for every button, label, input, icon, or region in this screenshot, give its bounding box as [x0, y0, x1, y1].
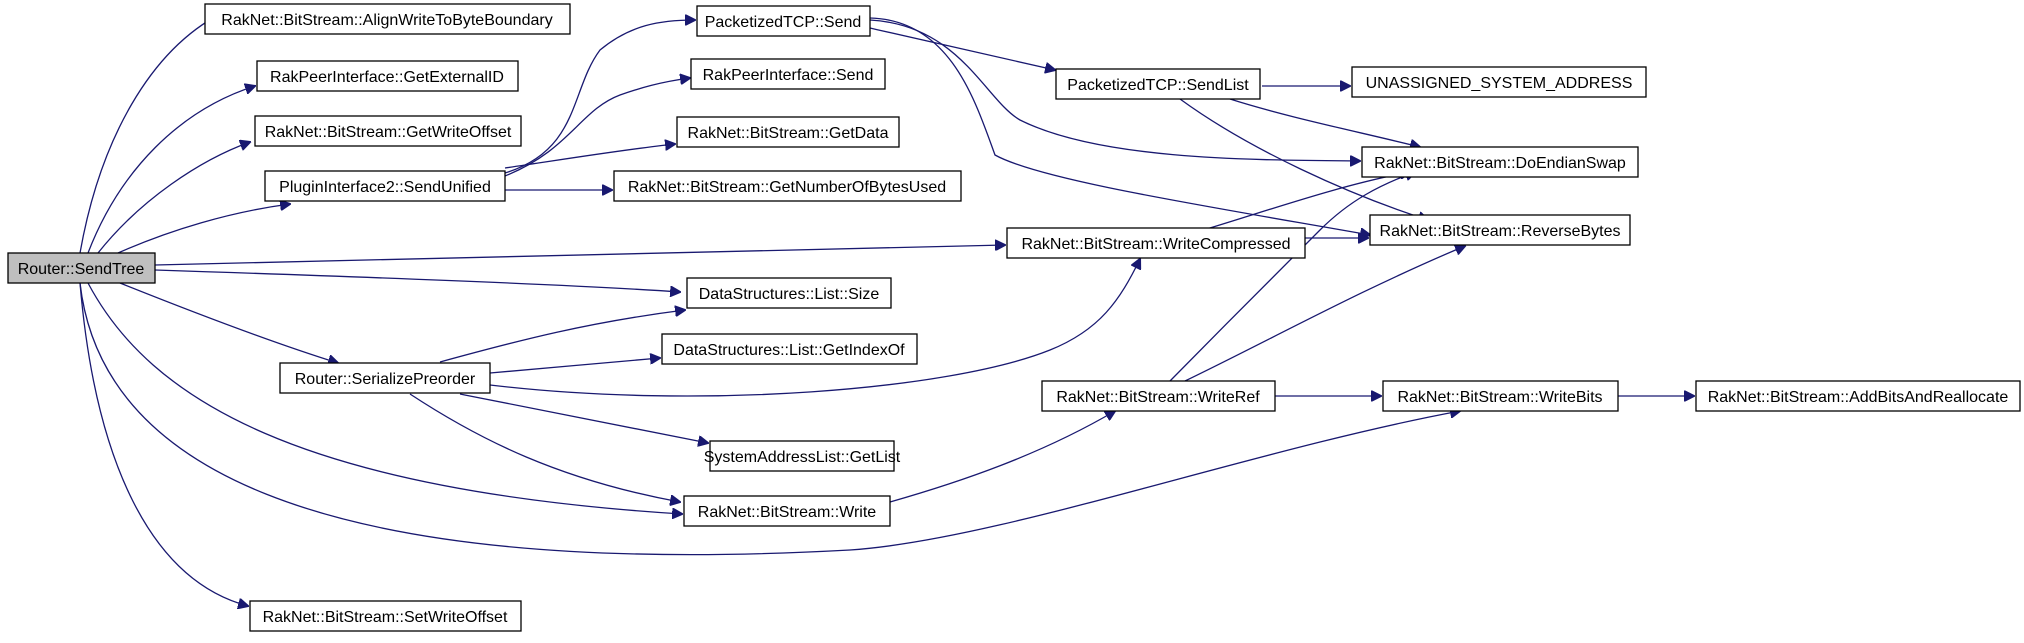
node-label: RakNet::BitStream::Write: [698, 504, 877, 521]
node-label: Router::SendTree: [18, 261, 145, 278]
edge-sendu-rpsend: [504, 78, 690, 177]
node-router-sendtree[interactable]: Router::SendTree: [7, 252, 156, 284]
edge-root-getwo: [97, 142, 250, 254]
edge-ptsend-sendlist: [869, 27, 1055, 70]
node-get-number-of-bytes-used[interactable]: RakNet::BitStream::GetNumberOfBytesUsed: [613, 170, 962, 202]
node-label: RakNet::BitStream::ReverseBytes: [1380, 223, 1621, 240]
node-label: DataStructures::List::Size: [699, 286, 880, 303]
edges: [79, 13, 1694, 606]
node-label: Router::SerializePreorder: [295, 371, 476, 388]
node-label: RakNet::BitStream::WriteCompressed: [1021, 236, 1290, 253]
edge-serial-salist: [459, 393, 708, 443]
edge-root-write: [87, 282, 682, 514]
node-label: RakNet::BitStream::WriteBits: [1397, 389, 1602, 406]
edge-root-writebits: [79, 282, 1460, 556]
node-write-compressed[interactable]: RakNet::BitStream::WriteCompressed: [1006, 227, 1306, 259]
edge-sendlist-endian: [1229, 98, 1420, 147]
edge-write-writeref: [889, 411, 1115, 503]
edge-root-align: [79, 13, 222, 254]
node-set-write-offset[interactable]: RakNet::BitStream::SetWriteOffset: [249, 600, 522, 632]
node-label: RakNet::BitStream::AlignWriteToByteBound…: [221, 12, 552, 29]
node-serialize-preorder[interactable]: Router::SerializePreorder: [279, 362, 491, 394]
node-reverse-bytes[interactable]: RakNet::BitStream::ReverseBytes: [1369, 214, 1631, 246]
edge-root-sendu: [117, 204, 290, 254]
node-add-bits-and-reallocate[interactable]: RakNet::BitStream::AddBitsAndReallocate: [1695, 380, 2021, 412]
edge-root-lsize: [154, 269, 680, 292]
node-label: RakNet::BitStream::AddBitsAndReallocate: [1708, 389, 2009, 406]
edge-root-extid: [87, 86, 255, 254]
node-label: RakNet::BitStream::GetWriteOffset: [265, 124, 512, 141]
node-get-write-offset[interactable]: RakNet::BitStream::GetWriteOffset: [254, 115, 522, 147]
edge-writeref-endian: [1169, 172, 1415, 382]
edge-sendlist-reverse: [1179, 98, 1428, 220]
edge-sendu-ptsend: [504, 20, 695, 174]
node-get-data[interactable]: RakNet::BitStream::GetData: [676, 116, 900, 148]
edge-serial-lsize: [439, 310, 685, 363]
edge-sendu-getdata: [504, 144, 675, 169]
node-label: PluginInterface2::SendUnified: [279, 179, 491, 196]
node-label: RakNet::BitStream::GetData: [688, 125, 889, 142]
node-label: RakPeerInterface::GetExternalID: [270, 69, 504, 86]
node-align-write-to-byte-boundary[interactable]: RakNet::BitStream::AlignWriteToByteBound…: [204, 3, 571, 35]
node-label: RakNet::BitStream::SetWriteOffset: [263, 609, 508, 626]
node-write-ref[interactable]: RakNet::BitStream::WriteRef: [1041, 380, 1276, 412]
node-rakpeer-send[interactable]: RakPeerInterface::Send: [690, 58, 886, 90]
edge-root-setwo: [79, 282, 248, 606]
node-label: PacketizedTCP::Send: [705, 14, 862, 31]
node-system-address-list-get-list[interactable]: SystemAddressList::GetList: [704, 440, 901, 472]
node-list-size[interactable]: DataStructures::List::Size: [686, 277, 892, 309]
node-label: RakNet::BitStream::DoEndianSwap: [1374, 155, 1626, 172]
node-label: RakPeerInterface::Send: [703, 67, 874, 84]
node-label: RakNet::BitStream::WriteRef: [1056, 389, 1260, 406]
node-do-endian-swap[interactable]: RakNet::BitStream::DoEndianSwap: [1361, 146, 1639, 178]
edge-serial-lidx: [489, 358, 660, 374]
edge-serial-writec: [489, 259, 1140, 397]
node-send-unified[interactable]: PluginInterface2::SendUnified: [264, 170, 506, 202]
edge-ptsend-reverse: [869, 17, 1370, 235]
node-unassigned-system-address[interactable]: UNASSIGNED_SYSTEM_ADDRESS: [1351, 66, 1647, 98]
node-bitstream-write[interactable]: RakNet::BitStream::Write: [683, 495, 891, 527]
edge-serial-write: [409, 393, 680, 502]
node-list-get-index-of[interactable]: DataStructures::List::GetIndexOf: [661, 333, 918, 365]
node-label: SystemAddressList::GetList: [704, 449, 901, 466]
node-packetized-tcp-send[interactable]: PacketizedTCP::Send: [696, 5, 871, 37]
edge-ptsend-endian: [869, 19, 1360, 161]
node-label: PacketizedTCP::SendList: [1067, 77, 1249, 94]
node-packetized-tcp-sendlist[interactable]: PacketizedTCP::SendList: [1055, 68, 1261, 100]
node-label: UNASSIGNED_SYSTEM_ADDRESS: [1366, 75, 1633, 92]
edge-root-writec: [154, 245, 1005, 266]
nodes: Router::SendTree RakNet::BitStream::Alig…: [7, 3, 2021, 632]
node-write-bits[interactable]: RakNet::BitStream::WriteBits: [1382, 380, 1619, 412]
edge-root-serial: [119, 282, 338, 363]
node-label: RakNet::BitStream::GetNumberOfBytesUsed: [628, 179, 946, 196]
node-label: DataStructures::List::GetIndexOf: [673, 342, 905, 359]
edge-writeref-reverse: [1184, 246, 1465, 382]
node-get-external-id[interactable]: RakPeerInterface::GetExternalID: [256, 60, 519, 92]
